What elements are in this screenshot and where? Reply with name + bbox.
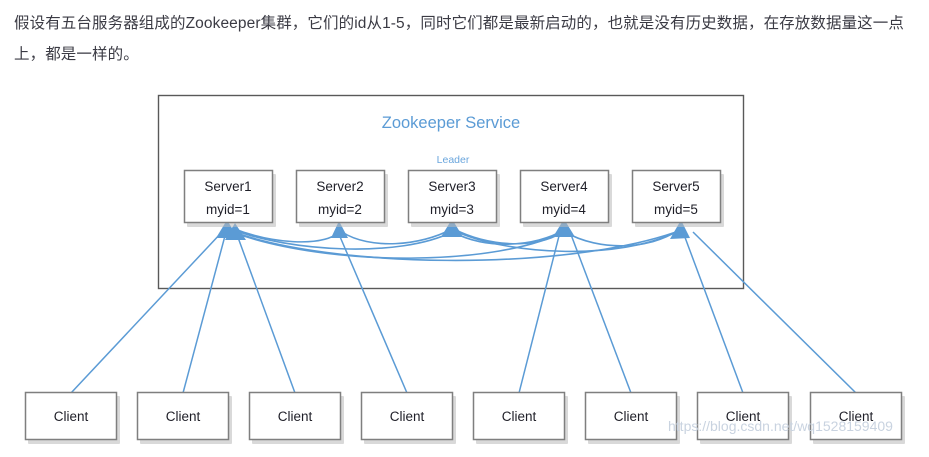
server-node-4[interactable]: Server4 myid=4 <box>519 169 613 228</box>
client-node-6[interactable]: Client <box>584 391 681 445</box>
peer-link-s4-s5 <box>564 230 678 247</box>
client-label-4: Client <box>390 409 425 424</box>
client-node-3[interactable]: Client <box>248 391 345 445</box>
arrow-head-s5 <box>670 220 690 239</box>
client-node-7[interactable]: Client <box>696 391 793 445</box>
server-node-2[interactable]: Server2 myid=2 <box>295 169 389 228</box>
client-link-1 <box>70 231 223 394</box>
peer-link-s1-s4 <box>231 230 566 259</box>
arrow-head-s4 <box>553 219 575 237</box>
arrow-head-s3 <box>441 219 463 237</box>
server-name-3: Server3 <box>428 179 475 194</box>
server-myid-3: myid=3 <box>430 202 474 217</box>
server-name-5: Server5 <box>652 179 699 194</box>
client-link-2 <box>182 231 227 394</box>
client-label-5: Client <box>502 409 537 424</box>
server-node-3[interactable]: Server3 myid=3 <box>407 169 501 228</box>
peer-link-s2-s3 <box>341 228 453 245</box>
client-link-7 <box>682 231 744 394</box>
leader-label: Leader <box>437 154 470 166</box>
server-node-5[interactable]: Server5 myid=5 <box>631 169 725 228</box>
client-link-4 <box>337 231 408 394</box>
server-myid-4: myid=4 <box>542 202 586 217</box>
peer-link-s3-s4 <box>452 229 565 245</box>
client-node-8[interactable]: Client <box>809 391 906 445</box>
server-name-4: Server4 <box>540 179 588 194</box>
server-myid-1: myid=1 <box>206 202 250 217</box>
server-name-1: Server1 <box>204 179 251 194</box>
client-label-6: Client <box>614 409 649 424</box>
client-label-2: Client <box>166 409 201 424</box>
client-node-4[interactable]: Client <box>360 391 457 445</box>
intro-paragraph: 假设有五台服务器组成的Zookeeper集群，它们的id从1-5，同时它们都是最… <box>14 15 904 63</box>
peer-link-s3-s1 <box>230 228 453 250</box>
client-node-5[interactable]: Client <box>472 391 569 445</box>
client-label-3: Client <box>278 409 313 424</box>
server-myid-5: myid=5 <box>654 202 698 217</box>
client-node-1[interactable]: Client <box>24 391 121 445</box>
server-myid-2: myid=2 <box>318 202 362 217</box>
client-link-3 <box>235 231 296 394</box>
zookeeper-service-title: Zookeeper Service <box>382 114 521 132</box>
server-name-2: Server2 <box>316 179 363 194</box>
client-node-2[interactable]: Client <box>136 391 233 445</box>
client-label-1: Client <box>54 409 89 424</box>
client-link-5 <box>518 231 561 394</box>
arrow-head-s1-b <box>225 223 246 240</box>
client-link-6 <box>569 231 632 394</box>
zookeeper-diagram: Zookeeper Service Leader <box>0 80 929 457</box>
server-node-1[interactable]: Server1 myid=1 <box>183 169 277 228</box>
arrow-head-s2 <box>331 221 348 238</box>
client-label-7: Client <box>726 409 761 424</box>
client-label-8: Client <box>839 409 874 424</box>
client-link-8 <box>692 231 857 394</box>
